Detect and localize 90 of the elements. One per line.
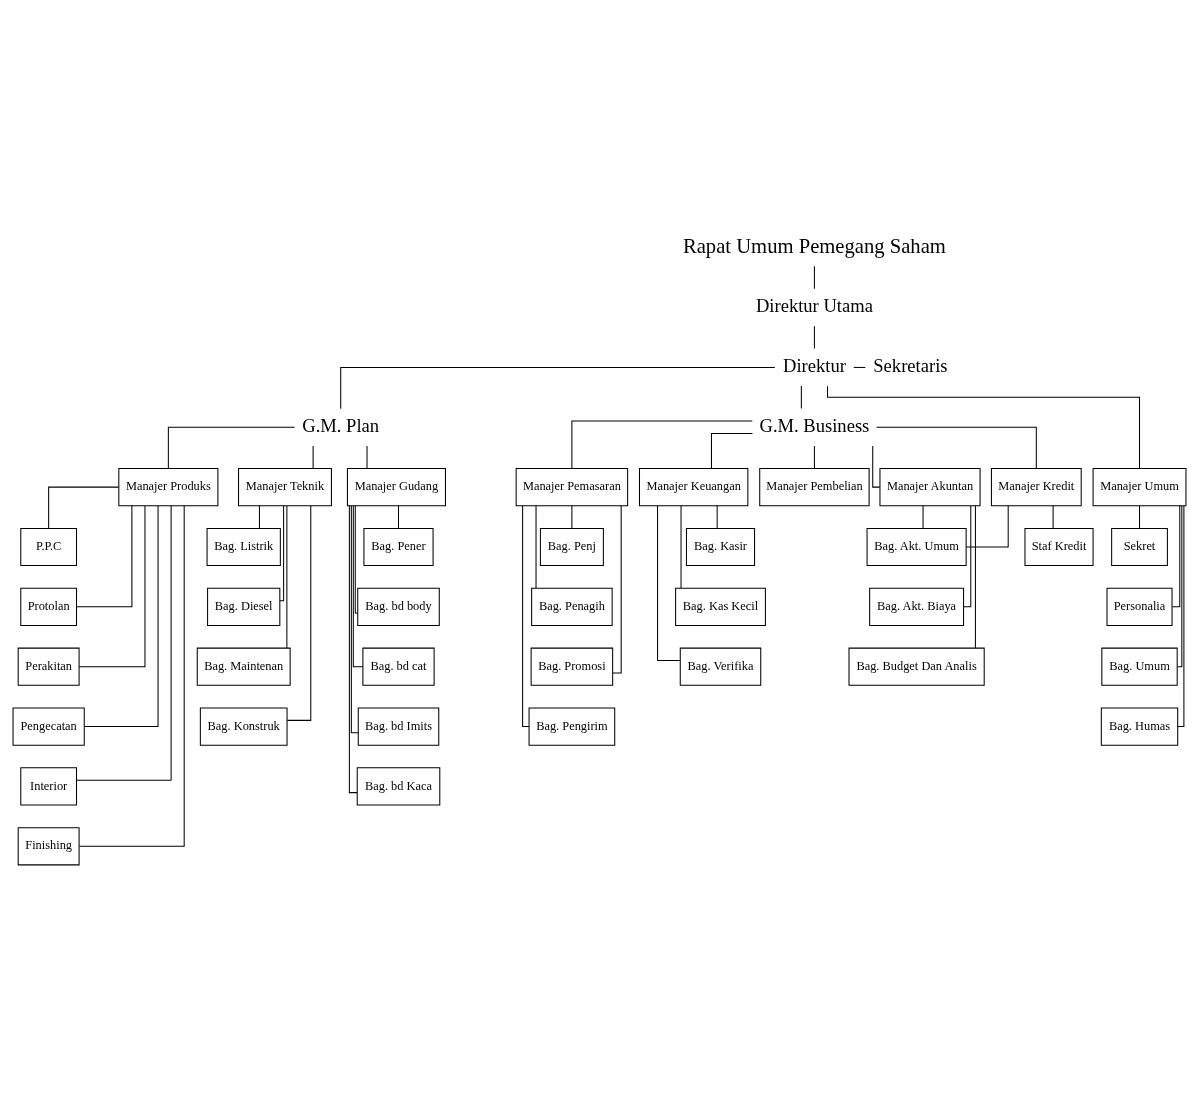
node-box: P.P.C	[20, 527, 78, 566]
connector	[813, 265, 815, 289]
connector	[48, 486, 120, 529]
node-box: Bag. Verifika	[679, 647, 762, 686]
connector	[1176, 505, 1183, 667]
connector	[813, 325, 815, 349]
node-box: Finishing	[17, 826, 80, 865]
connector	[974, 505, 976, 649]
connector	[167, 426, 296, 469]
connector	[813, 444, 815, 469]
node-box: Staf Kredit	[1024, 527, 1094, 566]
connector	[1171, 504, 1181, 607]
connector	[78, 504, 185, 847]
connector	[571, 504, 573, 529]
connector	[963, 504, 972, 607]
connector	[354, 504, 359, 614]
connector	[348, 504, 358, 793]
connector	[965, 504, 1009, 547]
node-text: Direktur Utama	[755, 294, 873, 316]
node-box: Manajer Umum	[1092, 467, 1187, 506]
connector	[680, 504, 682, 588]
connector	[312, 444, 314, 469]
node-box: Bag. Akt. Umum	[866, 527, 967, 566]
connector	[657, 505, 681, 661]
connector	[76, 504, 133, 607]
node-box: Bag. Umum	[1101, 647, 1178, 686]
node-box: Interior	[20, 766, 78, 806]
node-box: Bag. Penj	[539, 527, 604, 566]
node-box: Manajer Keuangan	[638, 467, 749, 506]
node-box: Bag. Listrik	[206, 527, 281, 566]
node-box: Manajer Gudang	[346, 467, 446, 506]
connector	[710, 432, 753, 469]
node-box: Bag. Kasir	[685, 527, 756, 566]
connector	[571, 420, 753, 469]
connector	[78, 505, 146, 667]
node-box: Bag. Akt. Biaya	[869, 587, 965, 626]
node-text: G.M. Plan	[302, 414, 380, 436]
connector	[522, 504, 530, 727]
node-box: Bag. Diesel	[207, 587, 281, 626]
connector	[286, 505, 288, 649]
connector	[352, 505, 364, 667]
node-box: Bag. Pengirim	[528, 707, 616, 746]
connector	[853, 366, 866, 368]
node-box: Manajer Kredit	[990, 467, 1082, 506]
connector	[827, 385, 1141, 469]
node-text: G.M. Business	[759, 414, 870, 436]
connector	[398, 504, 400, 529]
connector	[258, 504, 260, 529]
node-box: Personalia	[1106, 587, 1173, 626]
node-box: Bag. Humas	[1100, 707, 1179, 746]
node-box: Bag. bd Imits	[357, 707, 440, 746]
connector	[872, 444, 881, 488]
connector	[366, 444, 368, 469]
connector	[922, 504, 924, 529]
node-box: Bag. bd body	[357, 587, 440, 626]
node-box: Perakitan	[17, 647, 80, 686]
node-box: Bag. Budget Dan Analis	[848, 647, 985, 686]
node-text: Rapat Umum Pemegang Saham	[682, 234, 946, 257]
node-box: Bag. Promosi	[530, 647, 614, 686]
connector	[279, 504, 285, 601]
node-text: Sekretaris	[873, 354, 948, 376]
connector	[716, 504, 718, 529]
node-box: Sekret	[1111, 527, 1168, 566]
connector	[340, 366, 776, 409]
connector	[1177, 504, 1185, 727]
node-box: Bag. Kas Kecil	[675, 587, 766, 626]
connector	[800, 385, 802, 409]
connector	[1139, 504, 1141, 529]
connector	[535, 504, 537, 588]
node-box: Manajer Pembelian	[759, 467, 870, 506]
connector	[286, 504, 312, 721]
connector	[83, 504, 159, 727]
node-box: Bag. Penagih	[531, 587, 613, 626]
node-box: Bag. Maintenan	[196, 647, 291, 686]
node-box: Bag. Pener	[363, 527, 434, 566]
node-box: Protolan	[20, 587, 78, 626]
connector	[76, 504, 172, 781]
node-box: Manajer Akuntan	[879, 467, 981, 506]
node-box: Pengecatan	[12, 707, 85, 746]
node-box: Bag. bd cat	[362, 647, 435, 686]
connector	[876, 426, 1037, 469]
node-box: Manajer Produks	[118, 467, 219, 506]
node-box: Manajer Teknik	[238, 467, 332, 506]
node-box: Bag. bd Kaca	[356, 766, 441, 806]
node-box: Manajer Pemasaran	[515, 467, 629, 506]
node-text: Direktur	[782, 354, 846, 376]
connector	[612, 504, 622, 673]
connector	[350, 505, 359, 733]
node-box: Bag. Konstruk	[199, 707, 288, 746]
connector	[1052, 504, 1054, 529]
